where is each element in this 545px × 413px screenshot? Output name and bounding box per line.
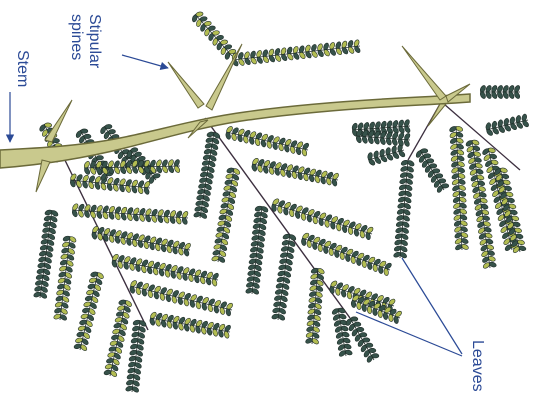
pinna xyxy=(193,131,221,220)
pinna xyxy=(74,271,105,352)
leaves-leader xyxy=(402,258,462,354)
pinna xyxy=(211,167,241,264)
pinna xyxy=(69,173,151,195)
pinna xyxy=(71,203,189,225)
pinna xyxy=(331,307,353,357)
pinna xyxy=(53,235,77,321)
pinna xyxy=(485,114,530,137)
pinna xyxy=(251,157,340,186)
stipular-spines-arrow xyxy=(122,55,168,68)
pinna xyxy=(415,149,449,194)
pinna xyxy=(231,39,361,67)
pinna xyxy=(393,159,415,259)
pinna xyxy=(149,311,232,339)
pinna xyxy=(191,11,236,60)
pinna xyxy=(479,85,521,100)
spine xyxy=(428,104,446,126)
pinna xyxy=(245,205,269,295)
leaves-group xyxy=(33,11,530,393)
pinna xyxy=(305,267,325,345)
pinna xyxy=(271,233,297,321)
pinna xyxy=(91,225,192,256)
stipular-spines-label-line2: spines xyxy=(68,14,85,60)
pinna xyxy=(111,253,219,286)
leaves-label: Leaves xyxy=(469,340,486,392)
pinna xyxy=(351,294,403,324)
spine xyxy=(45,100,72,142)
pinna xyxy=(465,139,497,269)
stem-label: Stem xyxy=(14,50,31,87)
pinna xyxy=(125,319,147,393)
spine xyxy=(402,46,446,100)
pinna xyxy=(271,198,374,240)
spine xyxy=(168,62,204,108)
pinna xyxy=(225,125,310,156)
pinna xyxy=(367,144,406,167)
pinna xyxy=(129,279,234,316)
pinna xyxy=(33,209,59,299)
stipular-spines-label-line1: Stipular xyxy=(86,14,103,69)
